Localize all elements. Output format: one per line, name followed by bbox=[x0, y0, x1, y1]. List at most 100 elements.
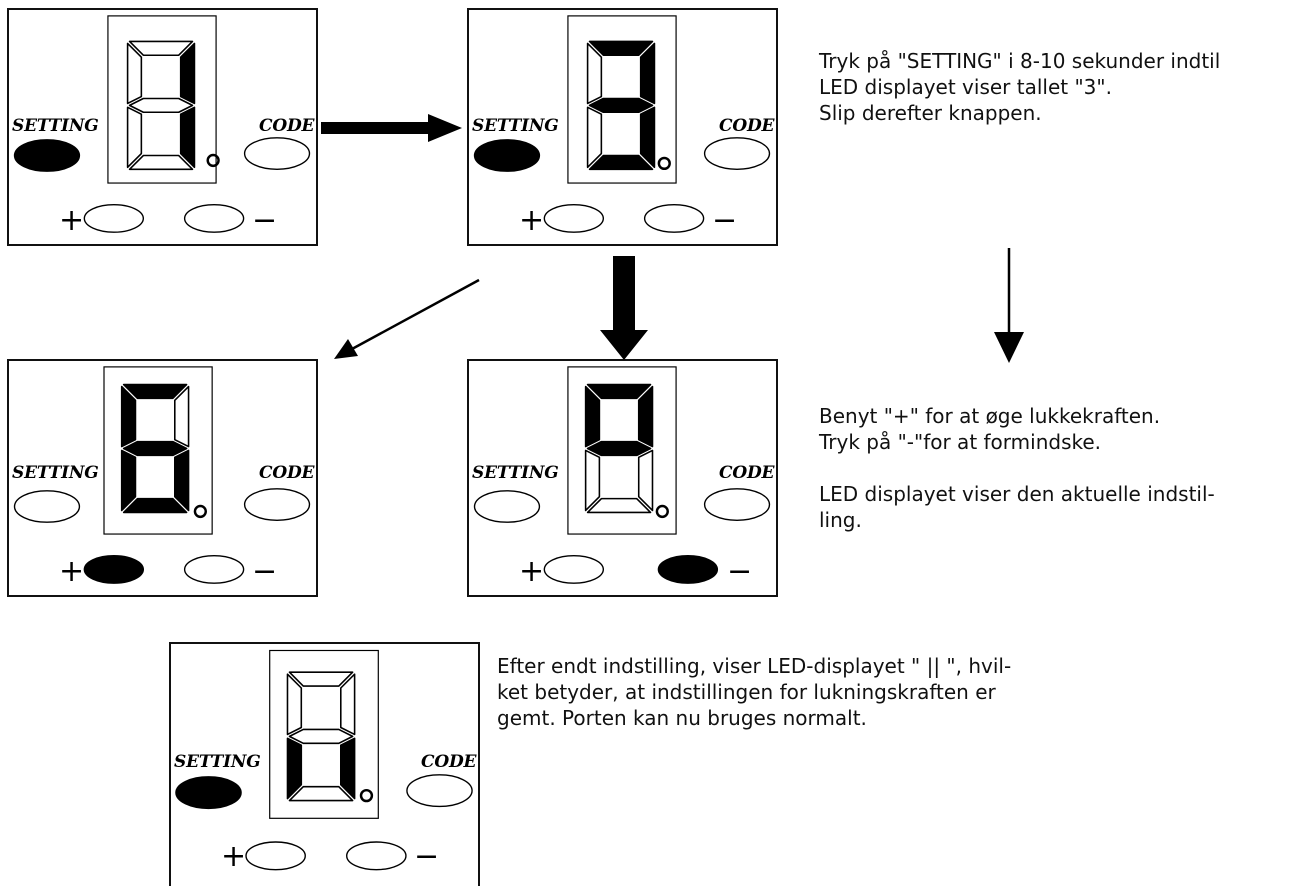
text-line: LED displayet viser tallet "3". bbox=[819, 75, 1112, 99]
minus-button[interactable] bbox=[657, 554, 719, 584]
minus-button[interactable] bbox=[643, 203, 705, 233]
text-line: Benyt "+" for at øge lukkekraften. bbox=[819, 404, 1161, 428]
minus-button[interactable] bbox=[183, 554, 245, 584]
arrow-right-icon bbox=[321, 114, 462, 142]
seven-segment-digit bbox=[586, 40, 656, 171]
segment-a bbox=[586, 383, 652, 400]
decimal-point bbox=[206, 153, 220, 168]
segment-d bbox=[122, 497, 188, 514]
panel-3-graphic bbox=[13, 366, 311, 584]
setting-button[interactable] bbox=[473, 139, 541, 172]
led-display-frame bbox=[103, 366, 213, 535]
plus-button[interactable] bbox=[245, 841, 306, 871]
code-button[interactable] bbox=[406, 774, 473, 808]
minus-sign: − bbox=[252, 554, 278, 589]
segment-f bbox=[584, 385, 601, 448]
control-panel-2: SETTING CODE + − bbox=[467, 8, 778, 246]
segment-d bbox=[128, 154, 194, 171]
segment-a bbox=[288, 671, 354, 687]
minus-button[interactable] bbox=[183, 203, 245, 233]
segment-f bbox=[586, 42, 603, 105]
text-line: Tryk på "-"for at formindske. bbox=[819, 430, 1102, 454]
control-panel-4: SETTING CODE + − bbox=[467, 359, 778, 597]
seven-segment-digit bbox=[286, 671, 356, 802]
instruction-step-2: Benyt "+" for at øge lukkekraften. Tryk … bbox=[819, 403, 1315, 533]
text-line: gemt. Porten kan nu bruges normalt. bbox=[497, 706, 867, 730]
segment-g bbox=[122, 440, 188, 457]
led-display-frame bbox=[107, 15, 217, 184]
led-display-frame bbox=[269, 649, 379, 819]
segment-e bbox=[584, 449, 601, 512]
plus-sign: + bbox=[221, 839, 247, 874]
control-panel-3: SETTING CODE + − bbox=[7, 359, 318, 597]
code-button[interactable] bbox=[243, 488, 311, 521]
segment-f bbox=[126, 42, 143, 105]
arrow-diagonal-head-icon bbox=[334, 339, 358, 359]
segment-a bbox=[122, 383, 188, 400]
seven-segment-digit bbox=[584, 383, 654, 514]
segment-b bbox=[179, 42, 196, 105]
setting-label: SETTING bbox=[174, 752, 261, 772]
setting-button[interactable] bbox=[13, 490, 81, 523]
segment-f bbox=[120, 385, 137, 448]
segment-a bbox=[588, 40, 654, 57]
text-line: Slip derefter knappen. bbox=[819, 101, 1042, 125]
segment-g bbox=[588, 97, 654, 114]
plus-sign: + bbox=[59, 203, 85, 238]
code-label: CODE bbox=[719, 116, 775, 136]
segment-g bbox=[128, 97, 194, 114]
decimal-point bbox=[193, 504, 207, 519]
segment-e bbox=[120, 449, 137, 512]
panel-5-graphic bbox=[175, 649, 473, 871]
instruction-step-1: Tryk på "SETTING" i 8-10 sekunder indtil… bbox=[819, 48, 1315, 126]
segment-c bbox=[637, 449, 654, 512]
seven-segment-digit bbox=[126, 40, 196, 171]
control-panel-5: SETTING CODE + − bbox=[169, 642, 480, 886]
segment-e bbox=[126, 106, 143, 169]
segment-b bbox=[637, 385, 654, 448]
minus-sign: − bbox=[727, 554, 753, 589]
minus-sign: − bbox=[252, 203, 278, 238]
arrow-down-bold-icon bbox=[600, 256, 648, 360]
minus-sign: − bbox=[712, 203, 738, 238]
text-line: LED displayet viser den aktuelle indstil… bbox=[819, 482, 1215, 506]
code-button[interactable] bbox=[703, 137, 771, 170]
setting-label: SETTING bbox=[472, 463, 559, 483]
code-label: CODE bbox=[259, 116, 315, 136]
text-line: ket betyder, at indstillingen for luknin… bbox=[497, 680, 996, 704]
seven-segment-digit bbox=[120, 383, 190, 514]
plus-button[interactable] bbox=[543, 554, 605, 584]
setting-button[interactable] bbox=[13, 139, 81, 172]
segment-d bbox=[588, 154, 654, 171]
code-label: CODE bbox=[421, 752, 477, 772]
minus-button[interactable] bbox=[346, 841, 407, 871]
control-panel-1: SETTING CODE + − bbox=[7, 8, 318, 246]
segment-c bbox=[339, 737, 356, 800]
segment-b bbox=[639, 42, 656, 105]
code-button[interactable] bbox=[243, 137, 311, 170]
setting-button[interactable] bbox=[175, 776, 242, 810]
plus-button[interactable] bbox=[83, 554, 145, 584]
plus-sign: + bbox=[59, 554, 85, 589]
segment-g bbox=[288, 728, 354, 745]
panel-4-graphic bbox=[473, 366, 771, 584]
setting-label: SETTING bbox=[12, 116, 99, 136]
plus-button[interactable] bbox=[543, 203, 605, 233]
segment-e bbox=[286, 737, 303, 800]
segment-c bbox=[174, 449, 190, 512]
segment-e bbox=[586, 106, 603, 169]
segment-f bbox=[286, 673, 303, 736]
segment-d bbox=[586, 497, 652, 514]
text-line: ling. bbox=[819, 508, 862, 532]
setting-label: SETTING bbox=[472, 116, 559, 136]
panel-2-graphic bbox=[473, 15, 771, 233]
code-label: CODE bbox=[259, 463, 315, 483]
setting-button[interactable] bbox=[473, 490, 541, 523]
plus-button[interactable] bbox=[83, 203, 145, 233]
decimal-point bbox=[655, 504, 669, 519]
plus-sign: + bbox=[519, 203, 545, 238]
code-button[interactable] bbox=[703, 488, 771, 521]
arrow-down-thin-head-icon bbox=[994, 332, 1024, 363]
decimal-point bbox=[657, 156, 671, 171]
text-line: Tryk på "SETTING" i 8-10 sekunder indtil bbox=[819, 49, 1221, 73]
